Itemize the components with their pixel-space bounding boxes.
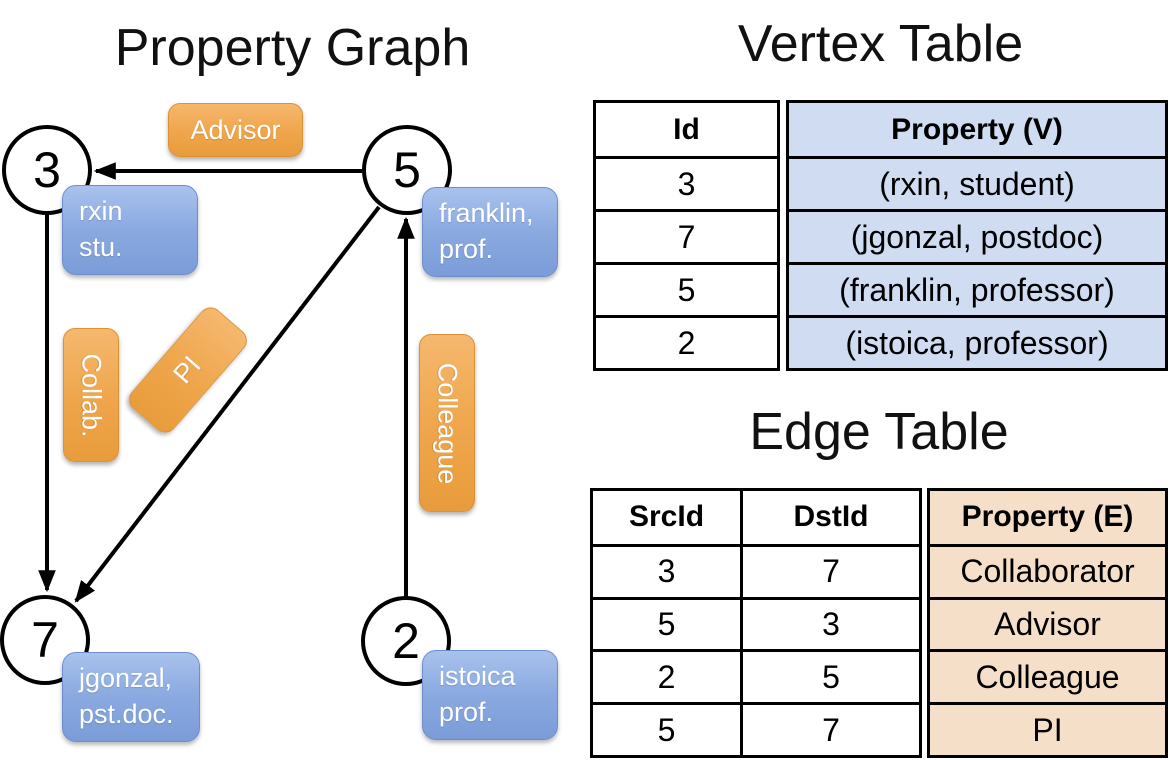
- column-header-srcid: SrcId: [593, 491, 743, 544]
- table-cell: 5: [596, 262, 777, 315]
- table-cell: 7: [743, 543, 919, 597]
- table-cell: 3: [596, 156, 777, 209]
- table-cell: Collaborator: [930, 543, 1165, 597]
- column-header-id: Id: [673, 112, 700, 146]
- edge-label-text: Collab.: [76, 352, 107, 438]
- node-id-label: 5: [393, 142, 421, 198]
- graph-node-2: 2: [361, 596, 451, 686]
- vertex-table-property-column: Property (V) (rxin, student) (jgonzal, p…: [786, 100, 1168, 371]
- table-cell: Advisor: [930, 596, 1165, 650]
- vertex-property-box-jgonzal: jgonzal, pst.doc.: [62, 652, 200, 742]
- table-cell: 7: [743, 702, 919, 755]
- edge-label-colleague: Colleague: [419, 334, 475, 512]
- edge-table-src-dst-columns: SrcId DstId 3 7 5 3 2 5 5 7: [590, 488, 922, 758]
- table-cell: Colleague: [930, 649, 1165, 703]
- vertex-table-title: Vertex Table: [737, 15, 1024, 73]
- edge-line-pi-5-to-7: [74, 205, 381, 603]
- vertex-property-box-istoica: istoica prof.: [422, 650, 558, 740]
- edge-table-property-column: Property (E) Collaborator Advisor Collea…: [927, 488, 1168, 758]
- table-cell: (franklin, professor): [789, 262, 1165, 315]
- graph-edges-layer: [38, 162, 415, 603]
- vertex-table-id-column: Id 3 7 5 2: [593, 100, 780, 371]
- table-cell: 2: [593, 649, 743, 703]
- table-cell: (rxin, student): [789, 156, 1165, 209]
- edge-table-title: Edge Table: [749, 403, 1009, 461]
- table-cell: 3: [593, 543, 743, 597]
- table-cell: 7: [596, 209, 777, 262]
- column-header-property-e: Property (E): [930, 491, 1165, 544]
- table-cell: 5: [743, 649, 919, 702]
- table-cell: 5: [593, 702, 743, 755]
- table-cell: (jgonzal, postdoc): [789, 209, 1165, 262]
- node-id-label: 2: [392, 613, 420, 669]
- table-cell: 5: [593, 596, 743, 650]
- table-cell: (istoica, professor): [789, 315, 1165, 368]
- edge-label-collab: Collab.: [63, 328, 119, 462]
- property-graph-title: Property Graph: [114, 19, 471, 77]
- vertex-property-box-rxin: rxin stu.: [62, 185, 198, 275]
- edge-label-text: PI: [167, 350, 208, 390]
- edge-label-advisor: Advisor: [168, 103, 303, 157]
- graph-node-5: 5: [362, 125, 452, 215]
- edge-label-text: Advisor: [190, 114, 281, 145]
- edge-label-text: Colleague: [432, 362, 463, 484]
- table-cell: 3: [743, 596, 919, 650]
- vertex-property-box-franklin: franklin, prof.: [422, 187, 558, 277]
- table-cell: 2: [596, 315, 777, 368]
- table-cell: PI: [930, 702, 1165, 755]
- column-header-property-v: Property (V): [789, 103, 1165, 156]
- node-id-label: 3: [33, 142, 61, 198]
- column-header-dstid: DstId: [793, 500, 869, 534]
- node-id-label: 7: [31, 612, 59, 668]
